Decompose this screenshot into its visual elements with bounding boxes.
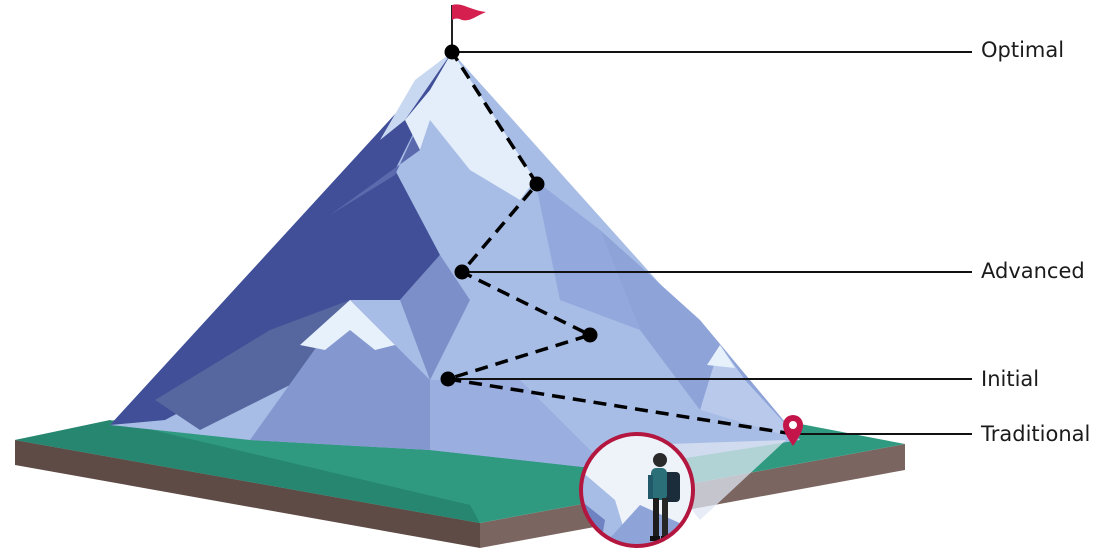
mountain-small-peak: [700, 345, 800, 440]
summit-flag-icon: [451, 4, 486, 52]
climbing-path: [447, 51, 794, 436]
mountain-right-shadow: [535, 180, 640, 330]
location-pin-icon: [783, 415, 803, 446]
snow-cap-main: [405, 52, 535, 200]
waypoint-optimal: [444, 44, 460, 60]
ground-soil-left: [15, 440, 480, 548]
hiker-icon: [648, 453, 680, 541]
label-advanced: Advanced: [981, 259, 1085, 283]
mountain-mid-face-2: [155, 300, 350, 430]
mountain: [110, 52, 800, 470]
ground-grass-shade: [15, 420, 480, 523]
label-traditional: Traditional: [981, 422, 1091, 446]
waypoints: [440, 44, 598, 387]
snow-cap-small-peak: [707, 345, 735, 368]
waypoint-initial: [440, 371, 456, 387]
mountain-dark-face: [110, 52, 452, 425]
snow-cap-shadow: [380, 52, 452, 140]
waypoint-advanced: [454, 264, 470, 280]
waypoint-upper: [529, 176, 545, 192]
mountain-foot-shade: [430, 380, 610, 470]
hiker-inset: [579, 432, 695, 548]
snow-cap-left-peak: [300, 300, 395, 350]
label-optimal: Optimal: [981, 38, 1065, 62]
waypoint-middle: [582, 327, 598, 343]
mountain-mid-face-3: [400, 255, 470, 380]
leader-lines: [448, 51, 972, 435]
label-initial: Initial: [981, 367, 1040, 391]
